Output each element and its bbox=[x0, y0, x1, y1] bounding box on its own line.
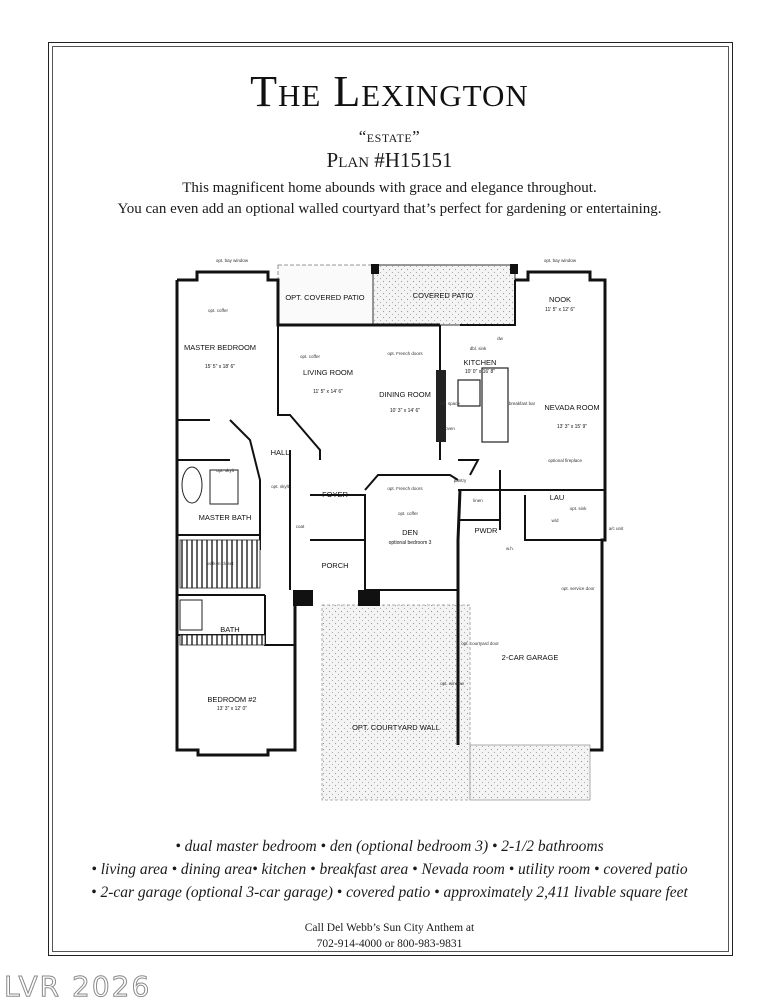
courtyard-area bbox=[321, 604, 471, 801]
interior-wall bbox=[277, 325, 321, 460]
interior-wall bbox=[264, 595, 295, 646]
contact-info: Call Del Webb’s Sun City Anthem at 702-9… bbox=[0, 920, 779, 952]
opt-covered-patio-area bbox=[277, 264, 374, 326]
plan-note: breakfast bar bbox=[509, 401, 536, 406]
room-label: COVERED PATIO bbox=[413, 291, 474, 300]
intro-line: This magnificent home abounds with grace… bbox=[182, 180, 597, 196]
plan-note: opt. skylt bbox=[271, 484, 290, 489]
contact-phone: 702-914-4000 or 800-983-9831 bbox=[316, 938, 463, 950]
interior-wall bbox=[229, 419, 261, 550]
cooktop bbox=[457, 379, 481, 407]
plan-note: dbl. sink bbox=[470, 346, 487, 351]
plan-note: w.h. bbox=[506, 546, 514, 551]
room-label: OPT. COURTYARD WALL bbox=[352, 723, 440, 732]
plan-note: opt. window bbox=[440, 681, 465, 686]
page-border bbox=[48, 42, 733, 956]
contact-line: Call Del Webb’s Sun City Anthem at bbox=[304, 922, 475, 934]
room-dimension: 11' 5" x 12' 6" bbox=[545, 307, 575, 313]
plan-note: ref. space bbox=[440, 401, 460, 406]
room-label: DEN bbox=[402, 528, 418, 537]
plan-note: coat bbox=[296, 524, 305, 529]
covered-patio-area bbox=[372, 264, 516, 326]
room-label: LAU bbox=[550, 493, 565, 502]
exterior-wall bbox=[175, 280, 297, 757]
patio-post bbox=[510, 264, 518, 274]
interior-wall bbox=[460, 280, 516, 326]
breakfast-bar bbox=[481, 367, 509, 443]
plan-note: opt. sink bbox=[570, 506, 588, 511]
exterior-wall bbox=[177, 270, 440, 327]
plan-note: opt. bay window bbox=[544, 258, 577, 263]
room-label: BATH bbox=[220, 625, 239, 634]
bathtub bbox=[181, 466, 203, 504]
interior-wall bbox=[364, 474, 459, 491]
room-label: FOYER bbox=[322, 490, 348, 499]
plan-note: opt. coffer bbox=[300, 354, 320, 359]
shower bbox=[209, 469, 239, 505]
porch-column bbox=[358, 590, 380, 606]
closet-rods bbox=[179, 634, 266, 646]
plan-note: opt. skylt bbox=[216, 468, 235, 473]
closet-rods bbox=[179, 539, 261, 589]
room-label: DINING ROOM bbox=[379, 390, 431, 399]
room-dimension: 10' 3" x 14' 6" bbox=[390, 408, 420, 414]
exterior-wall bbox=[456, 489, 462, 745]
plan-number: Plan #H15151 bbox=[326, 148, 453, 172]
room-label: MASTER BEDROOM bbox=[184, 343, 256, 352]
plan-note: optional fireplace bbox=[548, 458, 583, 463]
driveway-area bbox=[469, 744, 591, 801]
room-label: PORCH bbox=[321, 561, 348, 570]
room-label: OPT. COVERED PATIO bbox=[285, 293, 364, 302]
interior-wall bbox=[458, 459, 480, 476]
watermark: LVR 2026 bbox=[3, 970, 152, 1004]
room-note: optional bedroom 3 bbox=[389, 540, 432, 546]
room-label: NOOK bbox=[549, 295, 571, 304]
room-label: BEDROOM #2 bbox=[207, 695, 256, 704]
room-label: 2-CAR GARAGE bbox=[502, 653, 559, 662]
feature-list: • dual master bedroom • den (optional be… bbox=[0, 835, 779, 904]
plan-note: opt. courtyard door bbox=[461, 641, 499, 646]
plan-note: oven bbox=[445, 426, 455, 431]
page-title: The Lexington bbox=[250, 67, 529, 116]
plan-note: opt. French doors bbox=[387, 351, 423, 356]
bathtub bbox=[179, 599, 203, 631]
plan-note: opt. bay window bbox=[216, 258, 249, 263]
room-dimension: 10' 0" x 16' 8" bbox=[465, 369, 495, 375]
room-dimension: 11' 5" x 14' 6" bbox=[313, 389, 343, 395]
room-dimension: 13' 3" x 12' 0" bbox=[217, 706, 247, 712]
patio-post bbox=[371, 264, 379, 274]
page-border-inner bbox=[52, 46, 729, 952]
intro-line: You can even add an optional walled cour… bbox=[117, 201, 662, 217]
floor-plan: MASTER BEDROOM 15' 5" x 18' 6" OPT. COVE… bbox=[175, 258, 624, 801]
plan-note: dw bbox=[497, 336, 504, 341]
intro-text: This magnificent home abounds with grace… bbox=[60, 178, 719, 220]
plan-note: a/c unit bbox=[609, 526, 624, 531]
plan-subtitle: “estate” bbox=[358, 127, 421, 146]
plan-note: opt. French doors bbox=[387, 486, 423, 491]
room-dimension: 13' 3" x 15' 9" bbox=[557, 424, 587, 430]
exterior-wall bbox=[515, 270, 607, 490]
room-label: KITCHEN bbox=[464, 358, 497, 367]
room-label: LIVING ROOM bbox=[303, 368, 353, 377]
plan-note: walk-in closet bbox=[206, 561, 234, 566]
plan-note: opt. coffer bbox=[208, 308, 228, 313]
room-label: HALL bbox=[271, 448, 290, 457]
plan-note: linen bbox=[473, 498, 483, 503]
room-label: PWDR bbox=[475, 526, 498, 535]
plan-note: w/d bbox=[551, 518, 559, 523]
kitchen-counter bbox=[436, 370, 446, 442]
room-label: NEVADA ROOM bbox=[544, 403, 599, 412]
room-dimension: 15' 5" x 18' 6" bbox=[205, 364, 235, 370]
plan-note: pantry bbox=[454, 478, 467, 483]
porch-column bbox=[293, 590, 313, 606]
feature-line: • living area • dining area• kitchen • b… bbox=[91, 861, 688, 878]
feature-line: • dual master bedroom • den (optional be… bbox=[175, 838, 604, 855]
interior-wall bbox=[310, 494, 366, 590]
interior-wall bbox=[524, 495, 602, 541]
room-label: MASTER BATH bbox=[199, 513, 252, 522]
plan-note: opt. service door bbox=[561, 586, 595, 591]
feature-line: • 2-car garage (optional 3-car garage) •… bbox=[91, 884, 688, 901]
plan-note: opt. coffer bbox=[398, 511, 418, 516]
exterior-wall bbox=[590, 490, 607, 752]
